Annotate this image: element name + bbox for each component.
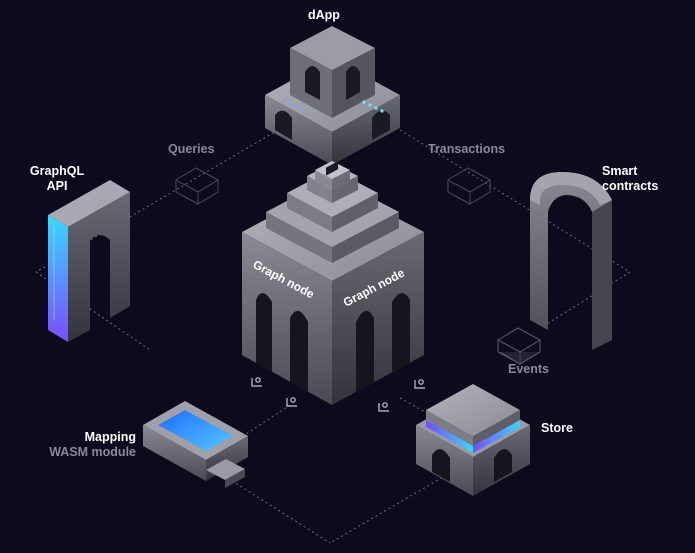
store-label: Store [541, 421, 573, 435]
transactions-cube [446, 167, 492, 205]
connector-glyph-1 [251, 377, 262, 387]
smart-contracts-label-line2: contracts [602, 179, 659, 193]
graphql-api-label-line1: GraphQL [29, 164, 85, 178]
store-structure [416, 384, 530, 496]
mapping-label-sub: WASM module [49, 445, 136, 459]
connector-glyphs [251, 377, 425, 412]
dapp-led-left [282, 98, 304, 111]
connection-lines [35, 129, 631, 544]
graphql-api-label: GraphQL API [24, 164, 90, 194]
dapp-led-right [362, 100, 384, 113]
line-dapp-smart-contracts [399, 129, 631, 273]
line-store-bottom [329, 469, 456, 544]
line-graphnode-mapping [239, 404, 291, 439]
line-contracts-store [544, 271, 631, 326]
smart-contracts-label-line1: Smart [602, 164, 638, 178]
line-dapp-graphql [35, 129, 279, 273]
connector-glyph-3 [378, 402, 389, 412]
queries-label: Queries [168, 142, 215, 156]
connector-glyph-4 [414, 379, 425, 389]
events-label: Events [508, 362, 549, 376]
dapp-structure [265, 26, 400, 165]
dapp-label: dApp [308, 8, 340, 22]
graphql-api-label-line2: API [46, 179, 68, 193]
connector-glyph-2 [286, 397, 297, 407]
mapping-label: Mapping WASM module [40, 430, 136, 460]
transactions-label: Transactions [428, 142, 506, 156]
queries-cube [174, 167, 220, 205]
smart-contracts-arch [530, 172, 612, 350]
mapping-label-title: Mapping [84, 430, 136, 444]
smart-contracts-label: Smart contracts [602, 164, 658, 194]
line-graphql-mapping [35, 271, 151, 351]
events-cube [496, 327, 542, 365]
graphql-api-arch [48, 180, 130, 342]
mapping-wasm-module [143, 401, 248, 488]
graph-node-tower: Graph node Graph node [242, 161, 424, 405]
